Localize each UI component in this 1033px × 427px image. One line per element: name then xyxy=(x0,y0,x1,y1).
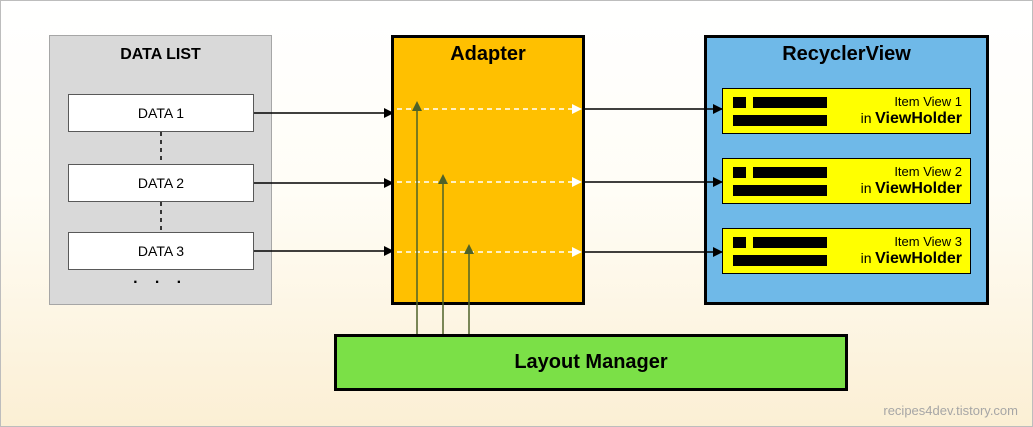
item-view-3: Item View 3 in ViewHolder xyxy=(722,228,971,274)
adapter-box xyxy=(391,35,585,305)
item-view-holder: ViewHolder xyxy=(875,180,962,197)
recycler-view-title: RecyclerView xyxy=(782,43,911,65)
item-view-label: Item View 3 in ViewHolder xyxy=(861,233,962,267)
item-view-name: Item View 1 xyxy=(894,94,962,109)
item-view-in: in xyxy=(860,250,872,266)
adapter-title: Adapter xyxy=(450,43,526,65)
item-view-holder: ViewHolder xyxy=(875,110,962,127)
placeholder-bar xyxy=(753,97,827,108)
data-list-title: DATA LIST xyxy=(120,46,201,63)
watermark: recipes4dev.tistory.com xyxy=(883,403,1018,418)
item-view-in: in xyxy=(860,110,872,126)
item-view-name: Item View 2 xyxy=(894,164,962,179)
item-view-2: Item View 2 in ViewHolder xyxy=(722,158,971,204)
item-view-label: Item View 1 in ViewHolder xyxy=(861,93,962,127)
placeholder-bar xyxy=(733,115,827,126)
item-view-holder: ViewHolder xyxy=(875,250,962,267)
data-list-ellipsis: · · · xyxy=(133,274,188,291)
data-item-3: DATA 3 xyxy=(68,232,254,270)
placeholder-bar xyxy=(733,97,746,108)
placeholder-bar xyxy=(753,237,827,248)
item-view-in: in xyxy=(860,180,872,196)
placeholder-bar xyxy=(733,255,827,266)
layout-manager-box: Layout Manager xyxy=(334,334,848,391)
item-view-1: Item View 1 in ViewHolder xyxy=(722,88,971,134)
data-item-1: DATA 1 xyxy=(68,94,254,132)
placeholder-bar xyxy=(733,185,827,196)
item-view-label: Item View 2 in ViewHolder xyxy=(861,163,962,197)
data-item-2: DATA 2 xyxy=(68,164,254,202)
placeholder-bar xyxy=(733,237,746,248)
placeholder-bar xyxy=(733,167,746,178)
placeholder-bar xyxy=(753,167,827,178)
item-view-name: Item View 3 xyxy=(894,234,962,249)
